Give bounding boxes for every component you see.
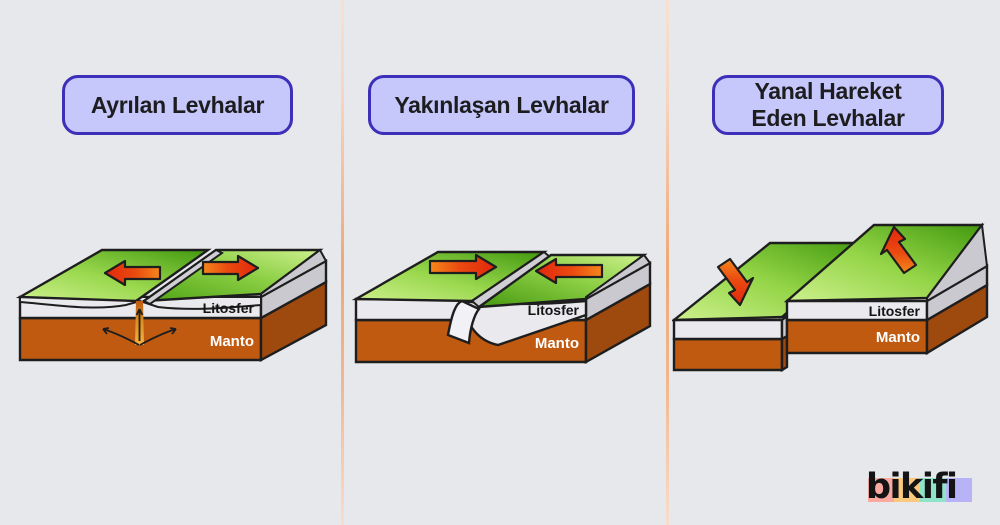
- panel-title-divergent: Ayrılan Levhalar: [62, 75, 293, 135]
- arrow-down-icon: [716, 257, 755, 307]
- label-lithosphere: Litosfer: [528, 302, 580, 318]
- diagram-transform-plates: Litosfer Manto: [672, 222, 989, 373]
- logo-band-teal: [920, 478, 946, 502]
- label-lithosphere: Litosfer: [869, 303, 921, 319]
- panel-divider-1: [341, 0, 344, 525]
- slab-tip: [446, 299, 481, 345]
- diagram-convergent-plates: Litosfer Manto: [351, 250, 652, 365]
- plate-right: [139, 248, 328, 306]
- logo-band-orange: [894, 478, 920, 502]
- arrow-right-icon: [201, 254, 260, 282]
- arrow-left-icon: [103, 259, 162, 287]
- panel-divider-2: [666, 0, 669, 525]
- logo-band-purple: [946, 478, 972, 502]
- magma-plume: [102, 301, 177, 346]
- panel-title-convergent: Yakınlaşan Levhalar: [368, 75, 635, 135]
- plate-block-right: [783, 222, 989, 356]
- arrow-right-icon: [428, 253, 498, 281]
- label-mantle: Manto: [535, 335, 579, 352]
- logo-band-pink: [868, 478, 894, 502]
- diagram-divergent-plates: Litosfer Manto: [15, 248, 328, 363]
- label-lithosphere: Litosfer: [203, 300, 255, 316]
- label-mantle: Manto: [210, 333, 254, 350]
- arrow-left-icon: [534, 257, 604, 285]
- label-mantle: Manto: [876, 329, 920, 346]
- logo-wordmark: bikifi: [866, 467, 958, 507]
- panel-title-transform: Yanal Hareket Eden Levhalar: [712, 75, 944, 135]
- arrow-up-icon: [879, 225, 918, 275]
- bikifi-logo: bikifi: [866, 464, 986, 510]
